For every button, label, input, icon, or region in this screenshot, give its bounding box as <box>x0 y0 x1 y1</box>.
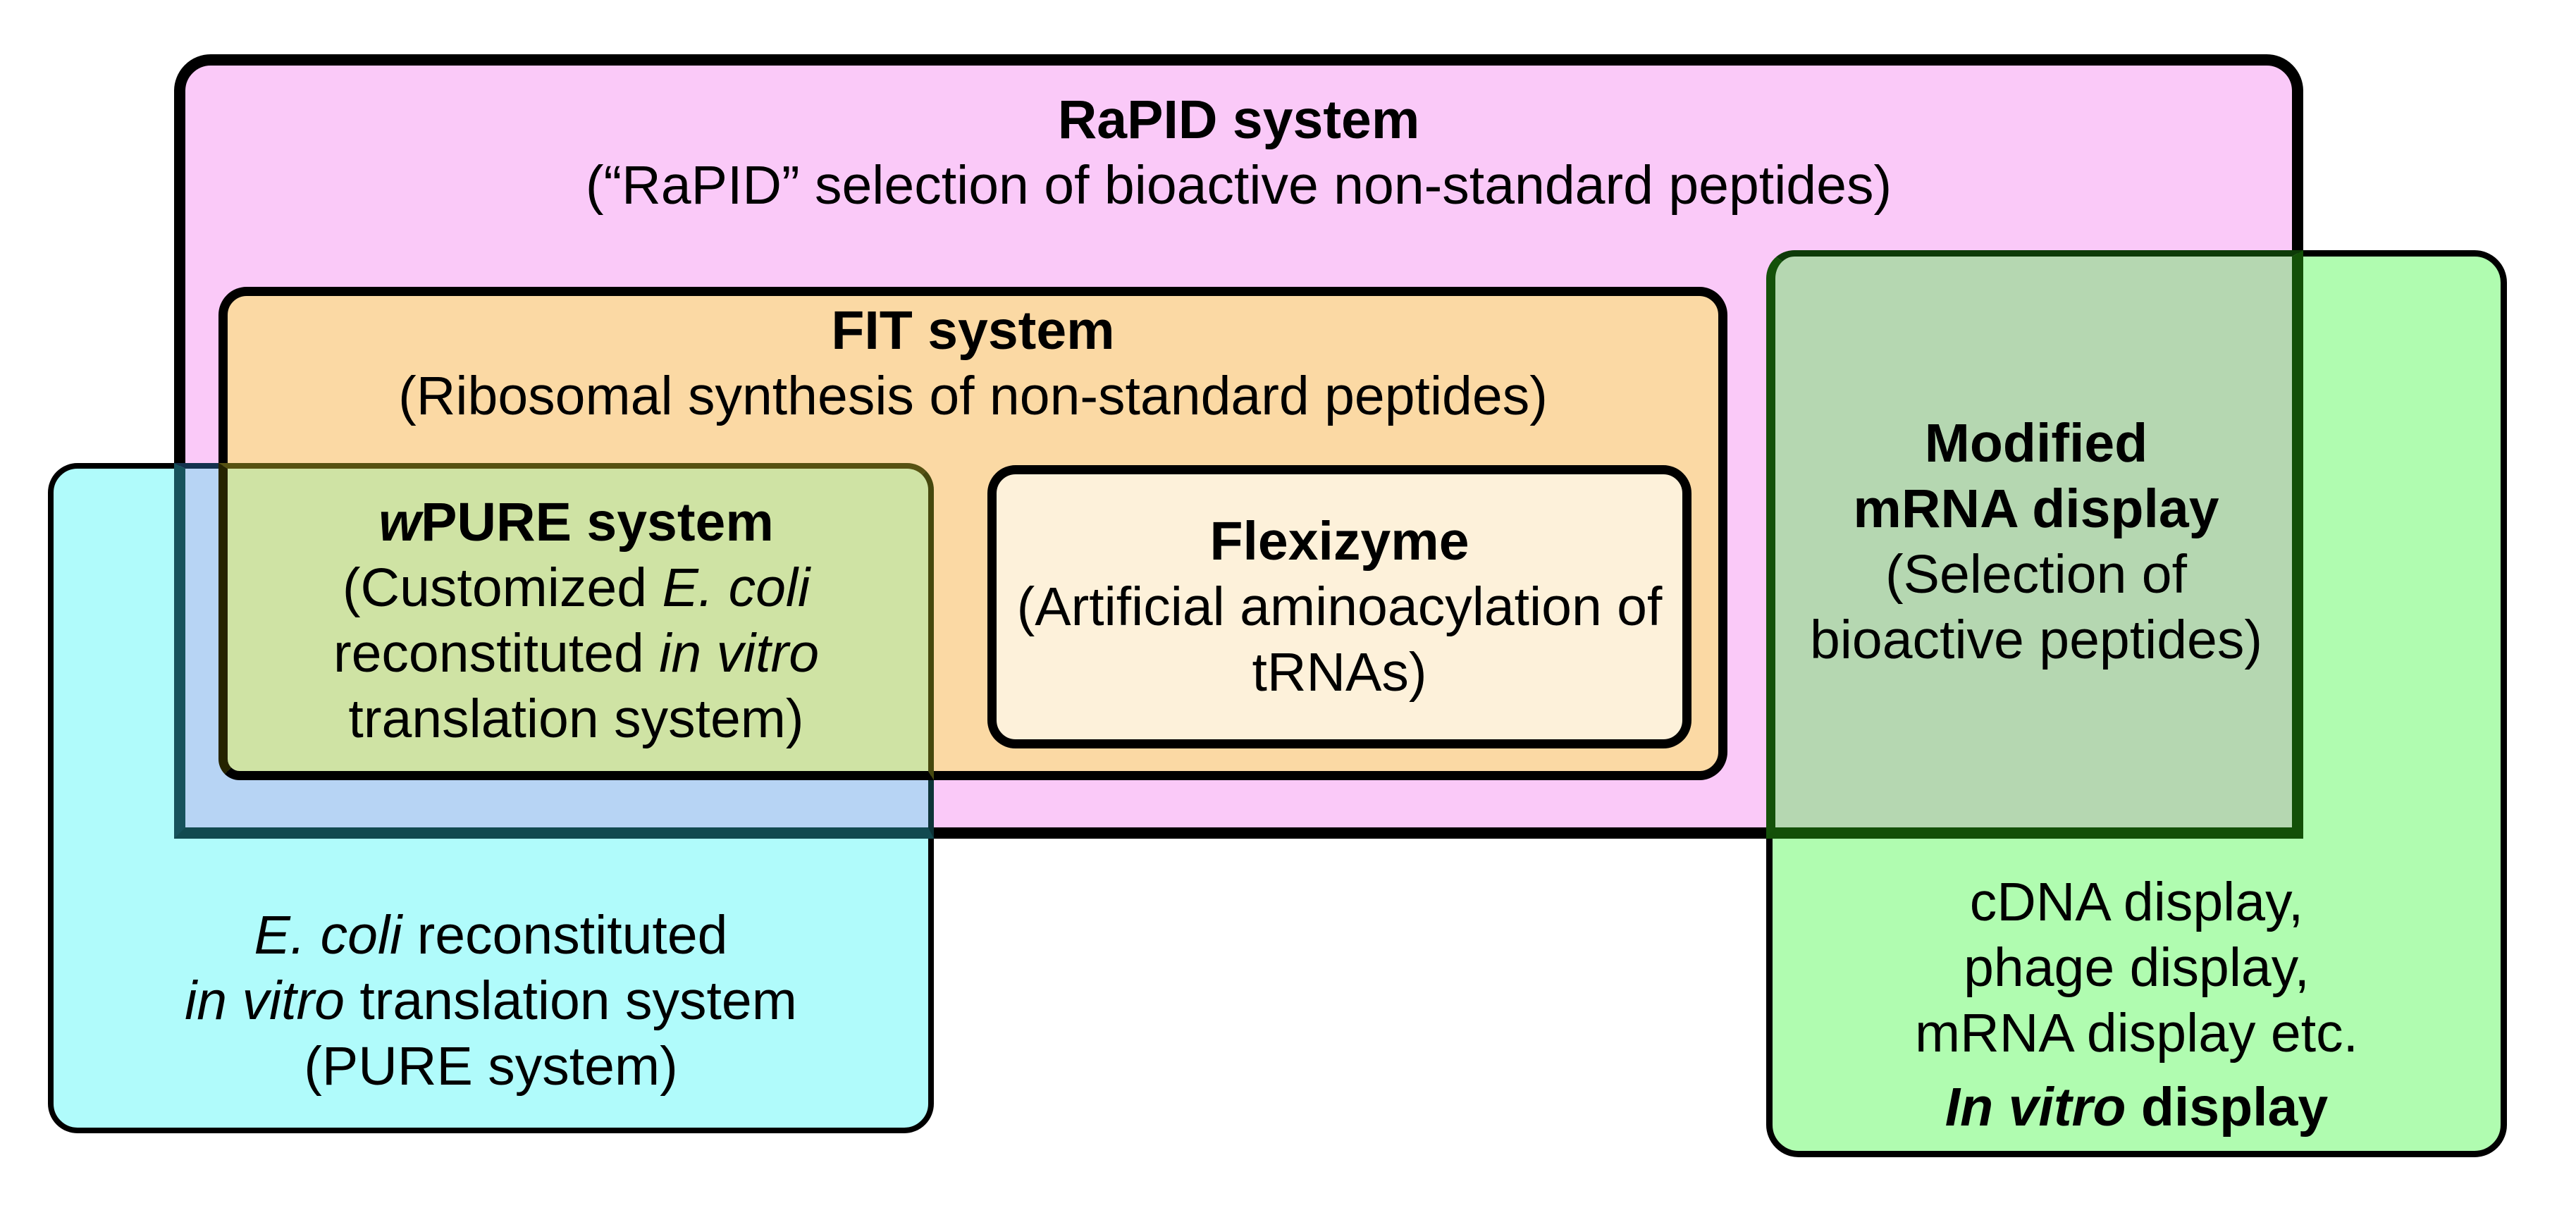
modified-mrna-line3: (Selection of <box>1885 544 2187 605</box>
fit-system-label: FIT system (Ribosomal synthesis of non-s… <box>218 298 1727 429</box>
pure-system-label: E. coli reconstituted in vitro translati… <box>48 903 934 1099</box>
in-vitro-display-line1: cDNA display, <box>1969 872 2304 932</box>
in-vitro-display-line4: In vitro display <box>1945 1077 2329 1137</box>
flexizyme-line2: (Artificial aminoacylation of <box>1016 576 1663 637</box>
flexizyme-title: Flexizyme <box>1209 511 1469 572</box>
wpure-system-title: wPURE system <box>378 492 774 553</box>
in-vitro-display-line2: phage display, <box>1964 937 2310 998</box>
pure-system-line1: E. coli reconstituted <box>254 905 728 966</box>
wpure-system-line3: reconstituted in vitro <box>333 623 820 684</box>
fit-system-title: FIT system <box>831 300 1115 361</box>
flexizyme-box <box>987 465 1691 748</box>
modified-mrna-line4: bioactive peptides) <box>1809 610 2263 670</box>
wpure-system-label: wPURE system (Customized E. coli reconst… <box>218 490 934 752</box>
flexizyme-line3: tRNAs) <box>1252 642 1427 703</box>
pure-system-line3: (PURE system) <box>304 1036 678 1097</box>
modified-mrna-line2: mRNA display <box>1853 479 2219 539</box>
wpure-system-region <box>218 463 934 780</box>
wpure-system-line4: translation system) <box>348 689 804 749</box>
flexizyme-label: Flexizyme (Artificial aminoacylation of … <box>987 509 1691 705</box>
rapid-system-title: RaPID system <box>1057 90 1420 150</box>
in-vitro-display-line3: mRNA display etc. <box>1914 1003 2359 1063</box>
modified-mrna-display-label: Modified mRNA display (Selection of bioa… <box>1777 411 2295 673</box>
rapid-system-label: RaPID system (“RaPID” selection of bioac… <box>174 87 2303 218</box>
modified-mrna-display-region <box>1766 250 2303 839</box>
fit-system-subtitle: (Ribosomal synthesis of non-standard pep… <box>398 366 1548 426</box>
wpure-system-line2: (Customized E. coli <box>342 557 811 618</box>
in-vitro-display-label: cDNA display, phage display, mRNA displa… <box>1766 870 2507 1140</box>
pure-system-line2: in vitro translation system <box>185 970 797 1031</box>
rapid-system-subtitle: (“RaPID” selection of bioactive non-stan… <box>585 155 1892 216</box>
modified-mrna-line1: Modified <box>1924 413 2148 474</box>
